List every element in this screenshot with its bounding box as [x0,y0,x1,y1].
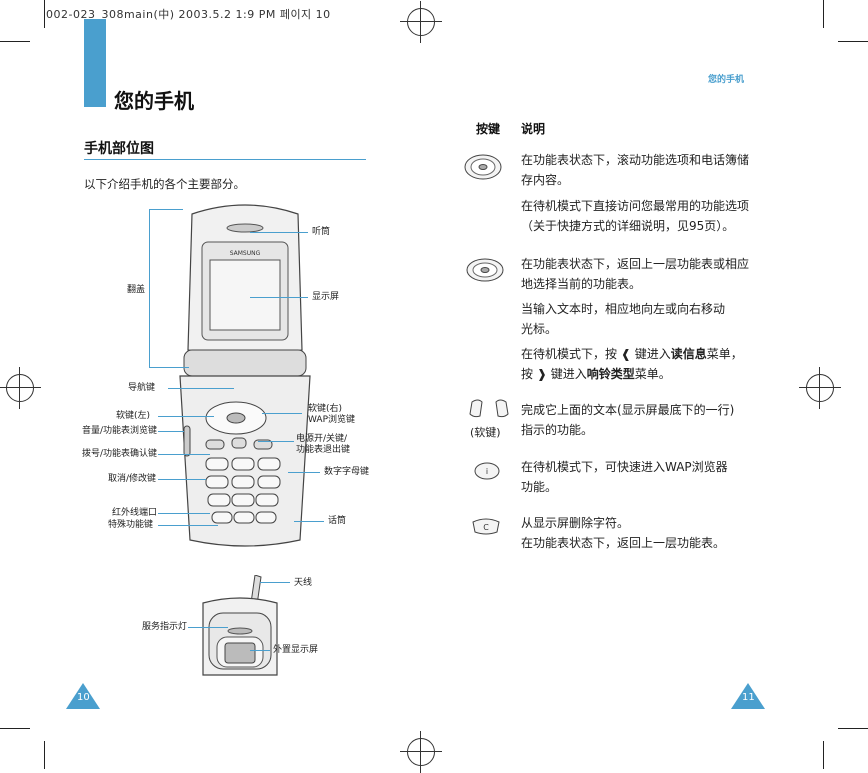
callout-cancel: 取消/修改键 [108,474,157,484]
crop-mark [44,0,45,28]
clear-key-icon: C [472,518,500,535]
registration-mark-top [400,1,442,43]
page-number-tab-left [66,683,100,709]
svg-text:i: i [486,467,488,476]
callout-earpiece: 听筒 [312,227,331,237]
leader-ext-display [250,650,270,651]
text-fragment: 在待机模式下，按 [521,347,618,361]
crop-mark [838,728,868,729]
flip-bracket-top [149,209,183,210]
crop-mark [823,741,824,769]
menu-name-read-message: 读信息 [670,347,707,361]
nav-updown-key-icon [464,154,502,180]
section-rule [84,159,366,160]
soft-key-label: (软键) [470,426,501,439]
text-fragment: 菜单。 [634,367,671,381]
callout-soft-left: 软键(左) [116,411,151,421]
col-header-key: 按键 [476,122,501,136]
phone-closed-illustration [202,575,278,676]
text-fragment: 按 [521,367,534,381]
leader-nav-key [168,388,234,389]
callout-soft-right: 软键(右)WAP浏览键 [308,404,355,426]
leader-display [250,297,308,298]
callout-ext-display: 外置显示屏 [273,645,319,655]
registration-mark-left [0,367,41,409]
desc-nav-cursor: 当输入文本时，相应地向左或向右移动光标。 [521,302,726,336]
crop-mark [0,728,30,729]
leader-alnum [288,472,320,473]
soft-keys-icon [469,399,509,418]
leader-ir-port [158,513,210,514]
leader-special [158,525,218,526]
leader-power [258,441,294,442]
page-number-right: 11 [742,692,755,703]
desc-nav-standby: 在待机模式下，按 ❰ 键进入读信息菜单， 按 ❱ 键进入响铃类型菜单。 [521,347,743,381]
desc-soft-keys: 完成它上面的文本(显示屏最底下的一行)指示的功能。 [521,403,735,437]
svg-text:C: C [483,523,489,532]
text-fragment: 键进入 [550,367,587,381]
crop-mark [0,41,30,42]
desc-nav-shortcut: 在待机模式下直接访问您最常用的功能选项（关于快捷方式的详细说明，见95页）。 [521,199,750,233]
wap-key-icon: i [474,462,500,480]
callout-soft-right-line1: 软键(右) [308,404,343,414]
callout-ir-port: 红外线端口 [112,508,158,518]
page-number-tab-right [731,683,765,709]
intro-text: 以下介绍手机的各个主要部分。 [84,177,245,191]
callout-alnum: 数字字母键 [324,467,370,477]
crop-mark [44,741,45,769]
callout-soft-right-line2: WAP浏览键 [308,415,355,425]
leader-earpiece [250,232,308,233]
callout-mic: 话筒 [328,516,347,526]
col-header-desc: 说明 [521,122,546,136]
callout-flip: 翻盖 [127,285,146,295]
desc-clear-delete: 从显示屏删除字符。 [521,516,630,530]
callout-special: 特殊功能键 [108,520,154,530]
callout-display: 显示屏 [312,292,340,302]
callout-antenna: 天线 [294,578,313,588]
leader-cancel [158,479,206,480]
leader-service-light [188,627,228,628]
callout-power-line2: 功能表退出键 [296,445,351,455]
callout-service-light: 服务指示灯 [142,622,188,632]
leader-volume [158,431,184,432]
leader-dial [158,454,210,455]
crop-mark [823,0,824,28]
leader-antenna [260,582,290,583]
registration-mark-bottom [400,731,442,773]
page-number-left: 10 [77,692,90,703]
callout-power-line1: 电源开/关键/ [296,434,348,444]
desc-clear-back: 在功能表状态下，返回上一层功能表。 [521,536,726,550]
callout-volume: 音量/功能表浏览键 [82,426,158,436]
desc-nav-scroll: 在功能表状态下，滚动功能选项和电话簿储存内容。 [521,153,750,187]
nav-leftright-key-icon [466,258,504,282]
desc-wap-key: 在待机模式下，可快速进入WAP浏览器功能。 [521,460,728,494]
flip-bracket [149,209,150,367]
desc-nav-back: 在功能表状态下，返回上一层功能表或相应地选择当前的功能表。 [521,257,750,291]
callout-power: 电源开/关键/功能表退出键 [296,434,350,456]
registration-mark-right [799,367,841,409]
chapter-bar [84,19,106,107]
callout-dial: 拨号/功能表确认键 [82,449,158,459]
leader-soft-right [262,413,302,414]
menu-name-ring-type: 响铃类型 [586,367,635,381]
running-title: 您的手机 [708,75,745,85]
flip-bracket-bottom [149,367,189,368]
crop-mark [838,41,868,42]
leader-soft-left [158,416,214,417]
text-fragment: 菜单， [706,347,743,361]
leader-mic [294,521,324,522]
callout-nav-key: 导航键 [128,383,156,393]
file-header: 002-023_308main(中) 2003.5.2 1:9 PM 페이지 1… [46,8,331,21]
section-title: 手机部位图 [84,141,154,157]
brand-logo: SAMSUNG [230,250,261,257]
phone-open-illustration: SAMSUNG [179,204,311,547]
text-fragment: 键进入 [634,347,671,361]
chapter-title: 您的手机 [114,89,194,113]
